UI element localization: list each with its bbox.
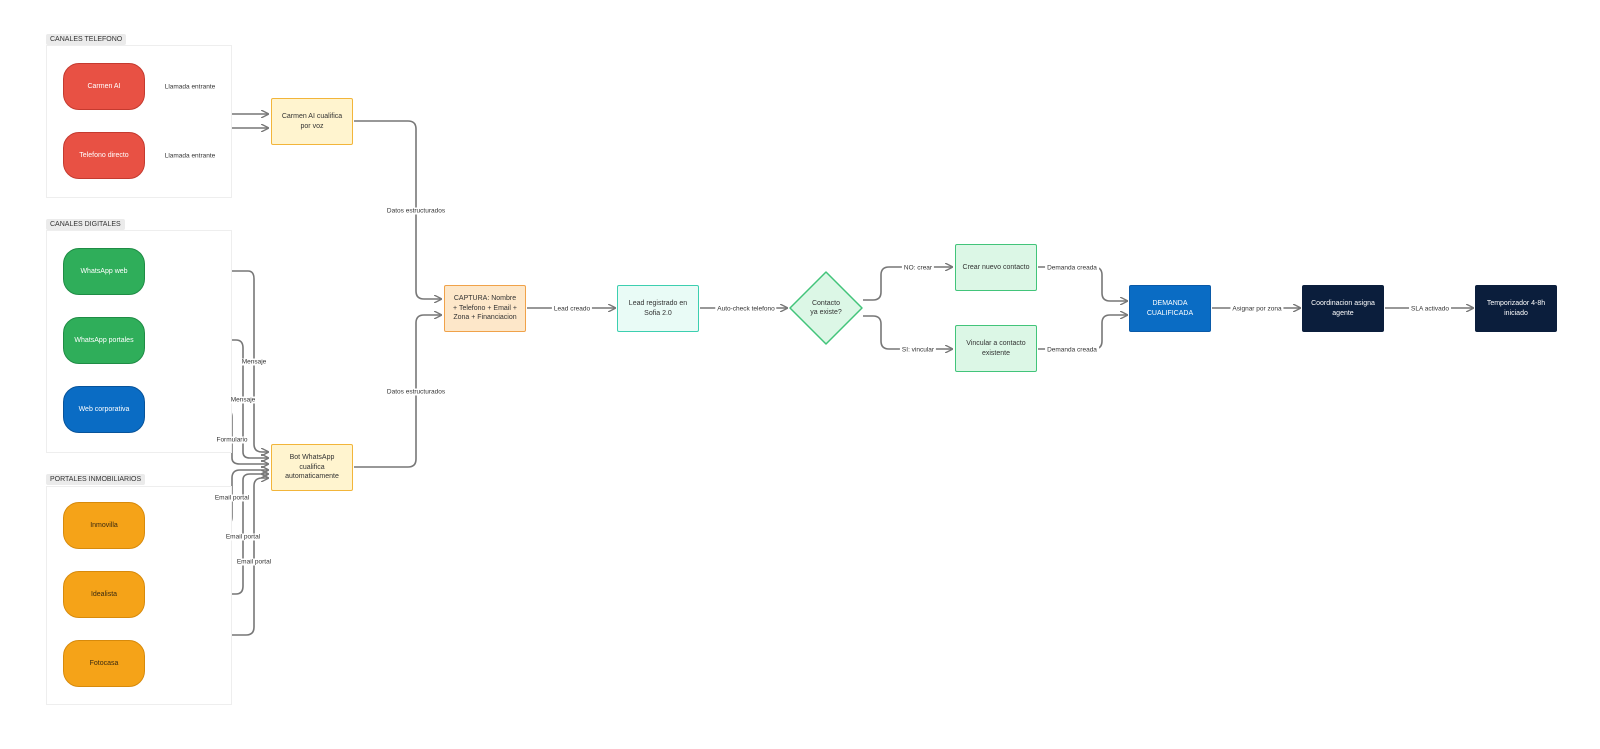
edge-label-email-1: Email portal [212,494,252,502]
node-idealista[interactable]: Idealista [63,571,145,618]
edge-label-mensaje-1: Mensaje [239,358,269,366]
edge-label-demanda-2: Demanda creada [1045,346,1099,354]
edge-label-email-2: Email portal [223,533,263,541]
edge-contacto-to-crear [863,267,952,301]
edge-label-no-crear: NO: crear [901,264,935,272]
node-whatsapp-portales[interactable]: WhatsApp portales [63,317,145,364]
node-temporizador[interactable]: Temporizador 4-8h iniciado [1475,285,1557,332]
node-demanda-cualificada[interactable]: DEMANDA CUALIFICADA [1129,285,1211,332]
edge-label-datos-1: Datos estructurados [384,207,448,215]
edge-crear-to-demanda [1038,266,1127,301]
node-inmovilla[interactable]: Inmovilla [63,502,145,549]
edge-label-datos-2: Datos estructurados [384,388,448,396]
node-telefono-directo[interactable]: Telefono directo [63,132,145,179]
node-vincular-contacto[interactable]: Vincular a contacto existente [955,325,1037,372]
edge-contacto-to-vincular [863,315,952,349]
edge-label-llamada-2: Llamada entrante [162,152,218,160]
edge-vincular-to-demanda [1038,315,1127,350]
edge-label-llamada-1: Llamada entrante [162,83,218,91]
edge-idealista-to-bot [146,474,268,595]
node-contacto-existe[interactable]: Contacto ya existe? [788,270,864,346]
node-whatsapp-web[interactable]: WhatsApp web [63,248,145,295]
diamond-label: Contacto ya existe? [810,299,842,316]
node-crear-contacto[interactable]: Crear nuevo contacto [955,244,1037,291]
node-coordinacion[interactable]: Coordinacion asigna agente [1302,285,1384,332]
edge-label-asignar: Asignar por zona [1230,305,1284,313]
node-bot-cualifica[interactable]: Bot WhatsApp cualifica automaticamente [271,444,353,491]
edge-label-demanda-1: Demanda creada [1045,264,1099,272]
node-carmen-ai[interactable]: Carmen AI [63,63,145,110]
group-title-telefono: CANALES TELEFONO [46,34,127,45]
node-captura[interactable]: CAPTURA: Nombre + Telefono + Email + Zon… [444,285,526,332]
node-fotocasa[interactable]: Fotocasa [63,640,145,687]
node-web-corporativa[interactable]: Web corporativa [63,386,145,433]
edge-label-email-3: Email portal [234,558,274,566]
node-carmen-cualifica[interactable]: Carmen AI cualifica por voz [271,98,353,145]
node-lead-registrado[interactable]: Lead registrado en Sofia 2.0 [617,285,699,332]
edge-label-sla: SLA activado [1409,305,1451,313]
group-title-portales: PORTALES INMOBILIARIOS [46,474,146,485]
edge-label-mensaje-2: Mensaje [228,396,258,404]
edge-label-auto-check: Auto-check telefono [715,305,777,313]
edge-label-formulario: Formulario [214,436,250,444]
edge-label-lead-creado: Lead creado [551,305,593,313]
edge-label-si-vincular: SI: vincular [899,346,937,354]
diamond-shape [789,271,863,345]
group-title-digitales: CANALES DIGITALES [46,219,125,230]
